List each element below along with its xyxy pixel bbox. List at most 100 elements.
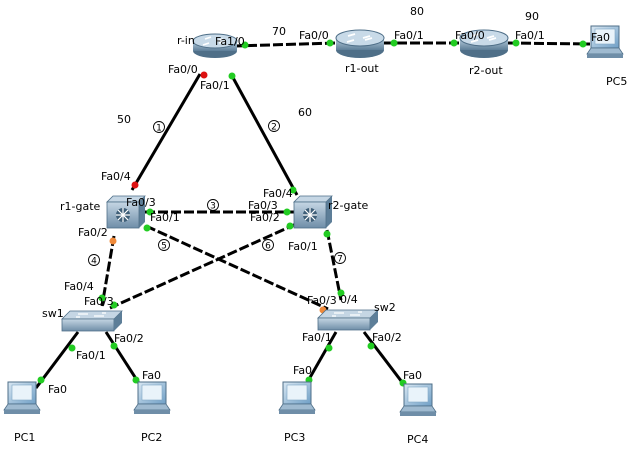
port-label-r1gate-fa0-3: Fa0/3 <box>126 196 156 209</box>
port-light-r2gate-fa0-3 <box>283 208 291 216</box>
port-label-pc2-fa0: Fa0 <box>142 369 161 382</box>
pc-pc2[interactable] <box>133 381 171 414</box>
port-label-r2out-fa0-0: Fa0/0 <box>455 29 485 42</box>
port-label-r2gate-fa0-2: Fa0/2 <box>250 211 280 224</box>
svg-text:4: 4 <box>91 257 97 267</box>
port-label-rin-fa0-1: Fa0/1 <box>200 79 230 92</box>
port-label-pc3-fa0: Fa0 <box>293 364 312 377</box>
link-marker-2: 2 <box>268 120 280 133</box>
port-label-rin-fa1-0: Fa1/0 <box>215 35 245 48</box>
port-light-sw2-fa0-1 <box>325 344 333 352</box>
multilayer-switch-r2-gate[interactable] <box>293 195 333 229</box>
port-light-rin-fa1-0 <box>241 41 249 49</box>
network-numbers: 50 60 70 80 90 <box>117 5 539 126</box>
pc-pc3[interactable] <box>278 381 316 414</box>
pc-pc4[interactable] <box>399 383 437 416</box>
link-r1gate-sw2[interactable] <box>145 224 329 311</box>
port-label-pc5-fa0: Fa0 <box>591 31 610 44</box>
port-label-r1gate-fa0-2: Fa0/2 <box>78 226 108 239</box>
link-marker-7: 7 <box>334 252 346 265</box>
link-r1gate-sw1[interactable] <box>100 235 116 307</box>
port-label-r1out-fa0-0: Fa0/0 <box>299 29 329 42</box>
link-rin-r1out[interactable] <box>233 41 337 48</box>
link-rin-r2gate[interactable] <box>229 73 299 196</box>
port-light-sw2-fa0-2 <box>367 342 375 350</box>
device-label-sw1: sw1 <box>42 307 64 320</box>
port-light-r2gate-fa0-1 <box>323 230 331 238</box>
device-label-sw2: sw2 <box>374 301 396 314</box>
port-label-r2gate-fa0-3: Fa0/3 <box>248 199 278 212</box>
port-light-r2gate-fa0-2 <box>286 222 294 230</box>
device-label-r1-out: r1-out <box>345 62 379 75</box>
port-label-r1out-fa0-1: Fa0/1 <box>394 29 424 42</box>
device-label-pc4: PC4 <box>407 433 428 446</box>
port-label-r2gate-fa0-1: Fa0/1 <box>288 240 318 253</box>
svg-text:2: 2 <box>271 123 277 133</box>
device-label-r2-gate: r2-gate <box>328 199 369 212</box>
port-light-sw1-fa0-2 <box>110 342 118 350</box>
device-label-r1-gate: r1-gate <box>60 200 101 213</box>
router-r2-out[interactable] <box>459 29 509 58</box>
link-r2gate-sw1[interactable] <box>109 222 297 310</box>
router-r1-out[interactable] <box>335 29 385 58</box>
switch-sw1[interactable] <box>61 310 123 332</box>
port-light-pc5-fa0 <box>579 40 587 48</box>
port-status-lights <box>37 39 587 387</box>
svg-text:5: 5 <box>161 242 167 252</box>
device-label-pc5: PC5 <box>606 75 627 88</box>
port-light-sw1-fa0-3 <box>110 301 118 309</box>
port-label-sw2-fa0-2: Fa0/2 <box>372 331 402 344</box>
port-label-sw2-fa0-4: 0/4 <box>340 293 358 306</box>
link-sw2-pc4[interactable] <box>362 331 410 391</box>
multilayer-switch-r1-gate[interactable] <box>106 195 146 229</box>
network-number-60: 60 <box>298 106 312 119</box>
device-labels: r-in r1-out r2-out PC5 r1-gate r2-gate s… <box>14 34 627 446</box>
port-light-rin-fa0-0 <box>200 71 208 79</box>
svg-text:3: 3 <box>210 202 216 212</box>
port-label-pc1-fa0: Fa0 <box>48 383 67 396</box>
switch-sw2[interactable] <box>317 309 379 331</box>
router-r-in[interactable] <box>192 33 238 58</box>
port-label-pc4-fa0: Fa0 <box>403 369 422 382</box>
svg-text:6: 6 <box>265 242 271 252</box>
network-number-50: 50 <box>117 113 131 126</box>
svg-text:7: 7 <box>337 255 343 265</box>
port-label-r1gate-fa0-4: Fa0/4 <box>101 170 131 183</box>
pc-pc5[interactable] <box>586 25 624 58</box>
link-marker-6: 6 <box>262 239 274 252</box>
link-rin-r1gate[interactable] <box>130 73 202 191</box>
port-light-r2out-fa0-0 <box>450 39 458 47</box>
port-label-sw1-fa0-2: Fa0/2 <box>114 332 144 345</box>
pc-pc1[interactable] <box>3 381 41 414</box>
link-marker-5: 5 <box>158 239 170 252</box>
port-labels: Fa1/0 Fa0/0 Fa0/1 Fa0/0 Fa0/1 Fa0/0 Fa0/… <box>48 29 610 396</box>
port-label-sw1-fa0-3: Fa0/3 <box>84 295 114 308</box>
device-label-pc2: PC2 <box>141 431 162 444</box>
link-marker-4: 4 <box>88 254 100 267</box>
port-light-r1out-fa0-0 <box>326 39 334 47</box>
port-label-rin-fa0-0: Fa0/0 <box>168 63 198 76</box>
port-light-r2gate-fa0-4 <box>289 186 297 194</box>
svg-text:1: 1 <box>156 124 162 134</box>
link-r2gate-sw2[interactable] <box>325 229 343 301</box>
port-light-pc1-fa0 <box>37 376 45 384</box>
port-label-r1gate-fa0-1: Fa0/1 <box>150 211 180 224</box>
port-light-r1gate-fa0-1 <box>143 224 151 232</box>
network-number-90: 90 <box>525 10 539 23</box>
port-label-sw2-fa0-1: Fa0/1 <box>302 331 332 344</box>
network-number-80: 80 <box>410 5 424 18</box>
port-label-sw2-fa0-3: Fa0/3 <box>307 294 337 307</box>
link-r2out-pc5[interactable] <box>507 41 591 46</box>
port-label-r2out-fa0-1: Fa0/1 <box>515 29 545 42</box>
port-label-r2gate-fa0-4: Fa0/4 <box>263 187 293 200</box>
port-label-sw1-fa0-4: Fa0/4 <box>64 280 94 293</box>
port-light-r1gate-fa0-3 <box>146 208 154 216</box>
port-light-sw1-fa0-4 <box>98 294 106 302</box>
device-label-r2-out: r2-out <box>469 64 503 77</box>
link-marker-3: 3 <box>207 199 219 212</box>
link-marker-1: 1 <box>153 121 165 134</box>
port-light-sw2-fa0-4 <box>337 289 345 297</box>
port-light-r1gate-fa0-4 <box>131 181 139 189</box>
device-label-r-in: r-in <box>177 34 195 47</box>
